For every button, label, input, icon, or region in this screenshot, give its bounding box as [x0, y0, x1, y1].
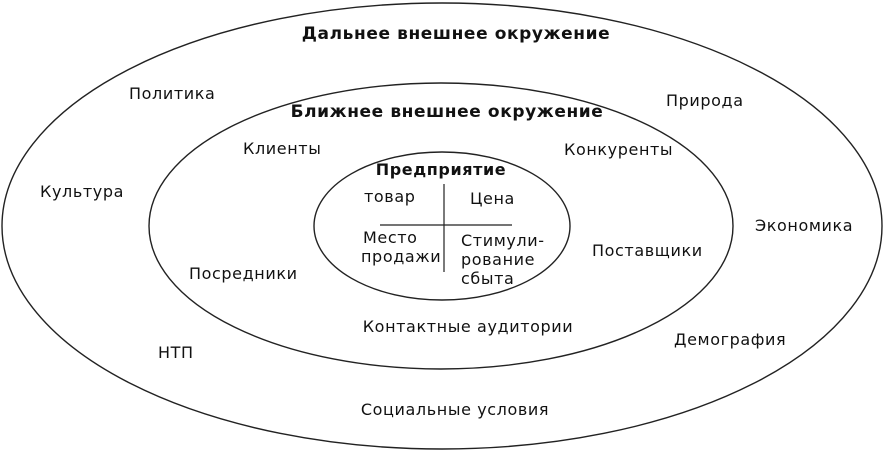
actor-competitors: Конкуренты: [564, 140, 673, 159]
mix-place-line: Место: [363, 228, 418, 247]
near-environment-ring: [148, 82, 734, 370]
actor-contact-audiences: Контактные аудитории: [363, 317, 574, 336]
mix-place-line: продажи: [361, 247, 441, 266]
factor-politics: Политика: [129, 84, 215, 103]
factor-social-conditions: Социальные условия: [361, 400, 549, 419]
outer-ring-title: Дальнее внешнее окружение: [302, 24, 610, 44]
mix-promotion: Стимули- рование сбыта: [461, 231, 550, 288]
actor-suppliers: Поставщики: [592, 241, 703, 260]
middle-ring-title: Ближнее внешнее окружение: [291, 102, 604, 122]
mix-product: товар: [364, 187, 416, 206]
actor-intermediaries: Посредники: [189, 264, 298, 283]
enterprise-ring: [313, 151, 571, 301]
actor-clients: Клиенты: [243, 139, 321, 158]
factor-economy: Экономика: [755, 216, 853, 235]
factor-demography: Демография: [674, 330, 786, 349]
factor-nature: Природа: [666, 91, 744, 110]
factor-ntp: НТП: [158, 343, 194, 362]
mix-promotion-line: сбыта: [461, 269, 514, 288]
mix-price: Цена: [470, 189, 515, 208]
mix-promotion-line: рование: [461, 250, 535, 269]
mix-place: Место продажи: [361, 228, 441, 266]
inner-ring-title: Предприятие: [376, 160, 507, 179]
factor-culture: Культура: [40, 182, 124, 201]
mix-promotion-line: Стимули-: [461, 231, 545, 250]
